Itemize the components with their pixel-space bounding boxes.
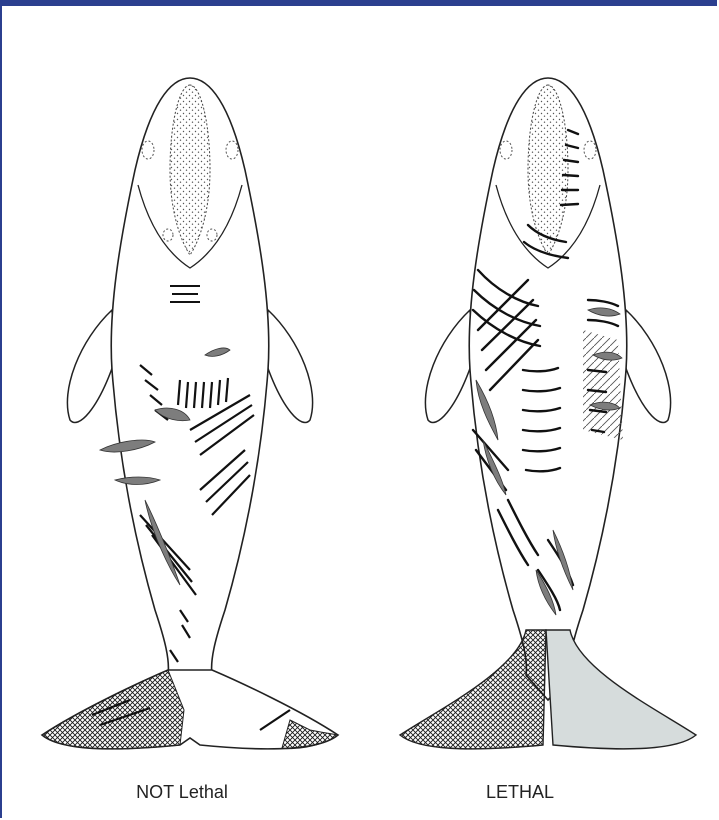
right-flipper [265,310,313,423]
tail-fluke-hatched [400,630,546,749]
not-lethal-panel [20,10,360,770]
hatched-injury-zone [583,330,623,440]
tail-fluke-gray [546,630,696,749]
left-flipper [425,310,473,423]
lethal-label: LETHAL [350,782,690,803]
not-lethal-label: NOT Lethal [12,782,352,803]
whale-lethal-diagram [378,10,718,770]
lethal-panel [378,10,718,770]
fluke-scar-hatch-left [42,670,184,749]
whale-not-lethal-diagram [20,10,360,770]
left-flipper [67,310,115,423]
right-flipper [623,310,671,423]
